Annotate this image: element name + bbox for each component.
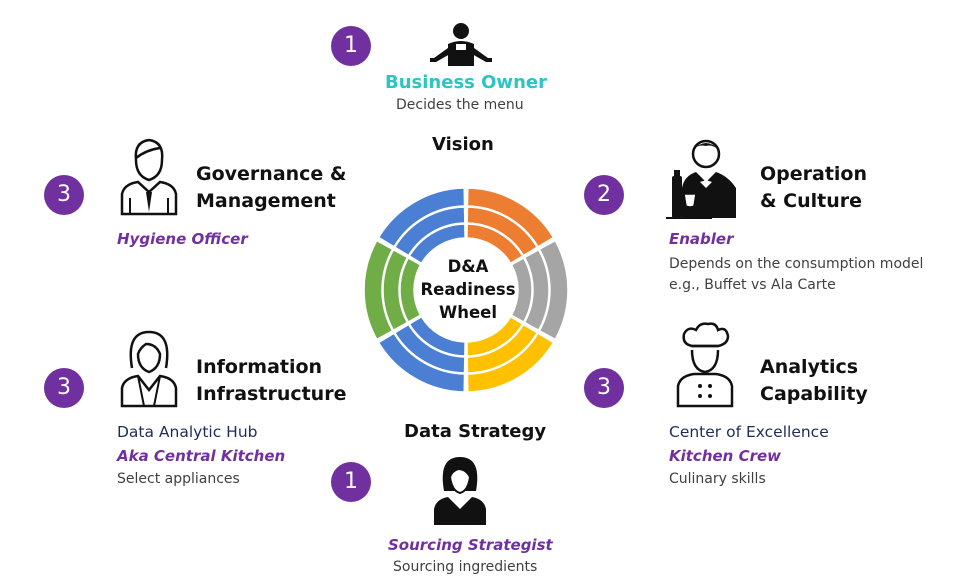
analytics-line1: Center of Excellence [669, 423, 829, 441]
vision-label: Vision [432, 134, 494, 155]
wheel-band [466, 206, 539, 257]
wheel-segment-analytics [510, 239, 569, 341]
wheel-segment-vision [377, 187, 466, 265]
wheel-band [466, 315, 524, 357]
information-woman-icon [120, 330, 178, 408]
operation-title-line2: & Culture [760, 190, 863, 212]
operation-role: Enabler [669, 230, 734, 248]
wheel-band [466, 187, 555, 248]
governance-title-line2: Management [196, 190, 336, 212]
waiter-enabler-icon [666, 139, 736, 219]
step-badge-information: 3 [44, 368, 84, 408]
analytics-title-line1: Analytics [760, 356, 859, 378]
wheel-band [363, 239, 394, 341]
wheel-band [466, 323, 539, 374]
wheel-center-label: D&A Readiness Wheel [418, 255, 518, 324]
wheel-segment-governance [363, 239, 422, 341]
wheel-band [393, 206, 466, 257]
wheel-segment-information [377, 315, 466, 393]
analytics-desc: Culinary skills [669, 471, 766, 487]
information-title-line1: Information [196, 356, 323, 378]
step-badge-operation: 2 [584, 175, 624, 215]
information-desc: Select appliances [117, 471, 240, 487]
readiness-wheel [363, 187, 569, 393]
analytics-role: Kitchen Crew [669, 447, 782, 465]
governance-title: Governance & Management [196, 161, 347, 215]
wheel-segment-data-strategy [466, 315, 555, 393]
operation-title: Operation & Culture [760, 161, 867, 215]
wheel-band [408, 315, 466, 357]
wheel-label-line2: Readiness [420, 280, 516, 299]
analytics-title-line2: Capability [760, 383, 868, 405]
step-badge-business-owner: 1 [331, 26, 371, 66]
wheel-band [466, 332, 555, 393]
wheel-band [538, 239, 569, 341]
hygiene-officer-icon [120, 138, 178, 216]
business-owner-desc: Decides the menu [396, 97, 524, 113]
wheel-band [377, 187, 466, 248]
information-title-line2: Infrastructure [196, 383, 347, 405]
wheel-band [466, 223, 524, 265]
data-strategy-role: Sourcing Strategist [388, 536, 553, 554]
step-badge-data-strategy: 1 [331, 462, 371, 502]
wheel-band [523, 248, 550, 332]
business-owner-title: Business Owner [385, 72, 547, 93]
wheel-label-line3: Wheel [439, 303, 497, 322]
wheel-band [408, 223, 466, 265]
step-badge-governance: 3 [44, 175, 84, 215]
wheel-band [393, 323, 466, 374]
analytics-title: Analytics Capability [760, 354, 868, 408]
information-role: Aka Central Kitchen [117, 447, 286, 465]
operation-desc-line2: e.g., Buffet vs Ala Carte [669, 277, 836, 293]
wheel-band [399, 256, 422, 324]
data-strategy-label: Data Strategy [404, 421, 547, 442]
information-line1: Data Analytic Hub [117, 423, 258, 441]
information-title: Information Infrastructure [196, 354, 346, 408]
sourcing-strategist-icon [434, 457, 486, 525]
operation-title-line1: Operation [760, 163, 868, 185]
governance-role: Hygiene Officer [117, 230, 248, 248]
step-badge-analytics: 3 [584, 368, 624, 408]
wheel-band [382, 248, 409, 332]
operation-desc-line1: Depends on the consumption model [669, 256, 924, 272]
data-strategy-desc: Sourcing ingredients [393, 559, 538, 575]
wheel-band [377, 332, 466, 393]
chef-icon [676, 322, 734, 408]
wheel-label-line1: D&A [447, 257, 489, 276]
governance-title-line1: Governance & [196, 163, 347, 185]
business-owner-icon [430, 23, 492, 66]
wheel-band [510, 256, 533, 324]
wheel-segment-operation [466, 187, 555, 265]
